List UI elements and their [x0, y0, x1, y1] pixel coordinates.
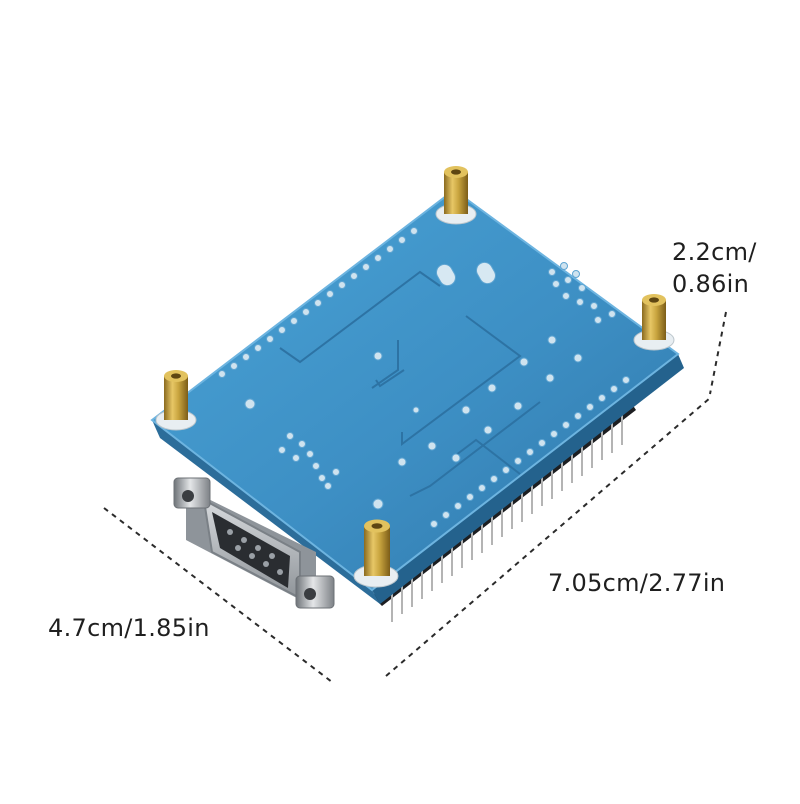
brass-standoff-right — [633, 294, 675, 351]
brass-standoff-left — [155, 370, 197, 431]
pcb-traces — [279, 270, 541, 497]
height-dimension-line — [709, 311, 727, 395]
brass-standoff-front — [353, 519, 399, 588]
height-dimension-label: 2.2cm/ 0.86in — [672, 236, 757, 300]
pcb-side-right — [372, 354, 684, 604]
brass-standoff-top — [435, 166, 477, 225]
pcb-board — [150, 188, 680, 592]
db9-serial-connector — [173, 477, 335, 609]
pcb-pads — [218, 227, 630, 528]
width-dimension-label: 4.7cm/1.85in — [48, 614, 210, 642]
oval-pads — [436, 261, 496, 287]
width-dimension-line — [103, 507, 333, 683]
pcb-side — [152, 420, 380, 604]
length-dimension-line — [385, 397, 711, 677]
height-metric: 2.2cm/ — [672, 238, 757, 266]
height-imperial: 0.86in — [672, 270, 750, 298]
length-dimension-label: 7.05cm/2.77in — [548, 569, 726, 597]
dimension-lines — [103, 311, 727, 683]
